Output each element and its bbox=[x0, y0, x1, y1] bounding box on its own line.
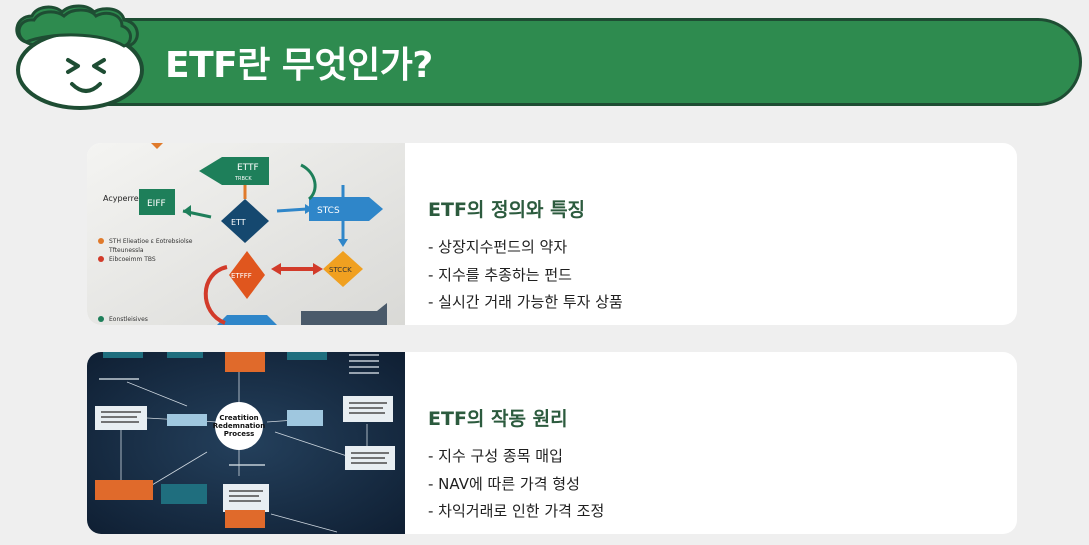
diagram-label: ETT bbox=[231, 218, 246, 227]
header-banner bbox=[60, 18, 1082, 106]
diagram-label: TRBCK bbox=[234, 176, 252, 182]
diagram-label: Tfteunessla bbox=[108, 247, 144, 254]
diagram-label: STCCK bbox=[329, 266, 352, 274]
diagram-label: Acyperrents bbox=[103, 194, 151, 203]
info-card-mechanism: Creatition Redemnation Process ETF의 작동 원… bbox=[87, 352, 1017, 534]
bullet-item: - 차익거래로 인한 가격 조정 bbox=[428, 502, 605, 520]
bullet-item: - 실시간 거래 가능한 투자 상품 bbox=[428, 293, 623, 311]
creation-redemption-diagram-image: Creatition Redemnation Process bbox=[87, 352, 405, 534]
card-heading: ETF의 정의와 특징 bbox=[428, 199, 586, 221]
bullet-list: - 지수 구성 종목 매입 - NAV에 따른 가격 형성 - 차익거래로 인한… bbox=[428, 443, 604, 526]
bullet-item: - 지수 구성 종목 매입 bbox=[428, 447, 563, 465]
mascot-icon bbox=[15, 4, 144, 110]
diagram-label: ETFFF bbox=[231, 272, 252, 280]
card-heading: ETF의 작동 원리 bbox=[428, 408, 568, 430]
diagram-label: ETTF bbox=[237, 163, 259, 173]
bullet-item: - 상장지수펀드의 약자 bbox=[428, 238, 568, 256]
diagram-label: EIFF bbox=[147, 199, 166, 209]
bullet-item: - NAV에 따른 가격 형성 bbox=[428, 474, 580, 493]
diagram-label: Eonstleisives bbox=[109, 316, 148, 323]
diagram-label: Redemnation bbox=[213, 422, 265, 430]
etf-flow-diagram-image: ETTF TRBCK Acyperrents EIFF ETT STCS STH… bbox=[87, 143, 405, 325]
diagram-label: Eibcoeimm TBS bbox=[109, 256, 156, 263]
bullet-item: - 지수를 추종하는 펀드 bbox=[428, 265, 572, 284]
bullet-list: - 상장지수펀드의 약자 - 지수를 추종하는 펀드 - 실시간 거래 가능한 … bbox=[428, 234, 623, 317]
diagram-label: STH Elieatioe ε Eotrebsiolse bbox=[109, 238, 193, 245]
diagram-label: Creatition bbox=[219, 414, 258, 422]
info-card-definition: ETTF TRBCK Acyperrents EIFF ETT STCS STH… bbox=[87, 143, 1017, 325]
diagram-label: STCS bbox=[317, 206, 340, 216]
diagram-label: Process bbox=[224, 430, 255, 438]
page-title: ETF란 무엇인가? bbox=[165, 45, 433, 86]
